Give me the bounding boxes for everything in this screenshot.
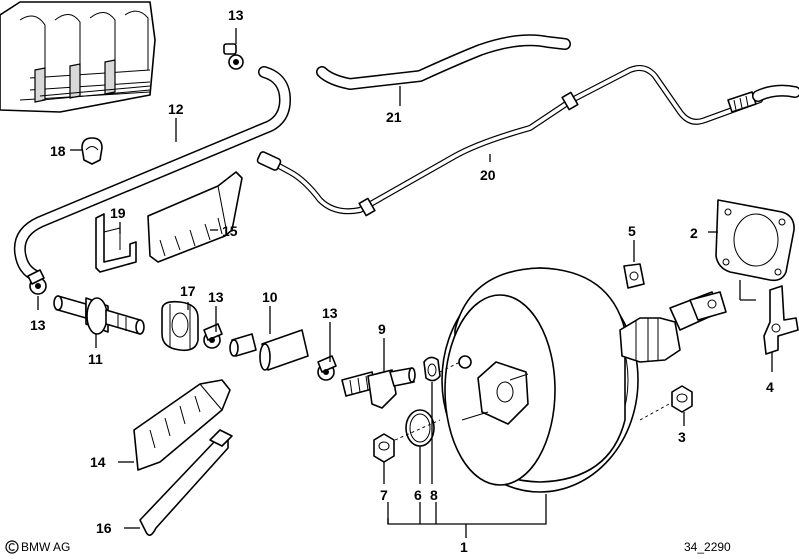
callout-11: 11	[88, 351, 103, 367]
intake-manifold	[0, 1, 156, 113]
hose-part-21	[316, 34, 571, 90]
hose-clamp-right	[317, 355, 337, 381]
callout-6: 6	[414, 487, 422, 503]
leader-lines	[37, 28, 773, 538]
callout-10: 10	[262, 289, 278, 305]
nut-part-5	[623, 263, 645, 289]
callout-19: 19	[110, 205, 126, 221]
grommet-part-17	[161, 300, 199, 352]
vacuum-hose-part-12	[13, 66, 291, 282]
hose-clamp-top	[223, 43, 244, 70]
bracket-part-15	[147, 171, 243, 263]
callout-13: 13	[322, 305, 338, 321]
pushrod-boot	[619, 291, 727, 363]
callout-20: 20	[480, 167, 496, 183]
callout-21: 21	[386, 109, 402, 125]
callout-2: 2	[690, 225, 698, 241]
callout-1: 1	[460, 539, 468, 555]
nut-part-7	[373, 433, 395, 463]
callout-8: 8	[430, 487, 438, 503]
callout-14: 14	[90, 454, 106, 470]
clip-part-18	[81, 137, 103, 165]
strap-part-16	[139, 429, 233, 536]
callout-7: 7	[380, 487, 388, 503]
callout-5: 5	[628, 223, 636, 239]
callout-13: 13	[208, 289, 224, 305]
callout-15: 15	[222, 223, 238, 239]
bracket-part-14	[133, 379, 231, 471]
brake-booster-part-1	[394, 267, 681, 493]
seal-ring-part-6	[405, 409, 435, 447]
callout-16: 16	[96, 520, 112, 536]
callout-labels: 13 12 18 21 20 19 15 5 2 17 13 10 13 9 1…	[30, 7, 774, 555]
callout-12: 12	[168, 101, 184, 117]
hose-piece-part-10	[229, 329, 309, 371]
elbow-connector-part-9	[341, 367, 416, 409]
footer: BMW AG 34_2290	[5, 540, 731, 554]
callout-13: 13	[228, 7, 244, 23]
hose-clamp-left	[27, 269, 47, 295]
copyright-icon	[5, 540, 19, 554]
drawing-number: 34_2290	[684, 540, 731, 554]
nut-part-3	[671, 385, 693, 413]
callout-13: 13	[30, 317, 46, 333]
callout-9: 9	[378, 321, 386, 337]
callout-4: 4	[766, 379, 774, 395]
hose-clamp-middle	[203, 323, 223, 349]
callout-17: 17	[180, 283, 196, 299]
brand-label: BMW AG	[21, 540, 70, 554]
vacuum-line-part-20	[256, 65, 799, 217]
grommet-part-8	[423, 356, 441, 382]
callout-18: 18	[50, 143, 66, 159]
gasket-part-2	[715, 199, 795, 282]
callout-3: 3	[678, 429, 686, 445]
bracket-part-19	[95, 213, 137, 273]
check-valve-part-11	[53, 295, 145, 335]
clevis-bracket-part-4	[763, 285, 799, 355]
